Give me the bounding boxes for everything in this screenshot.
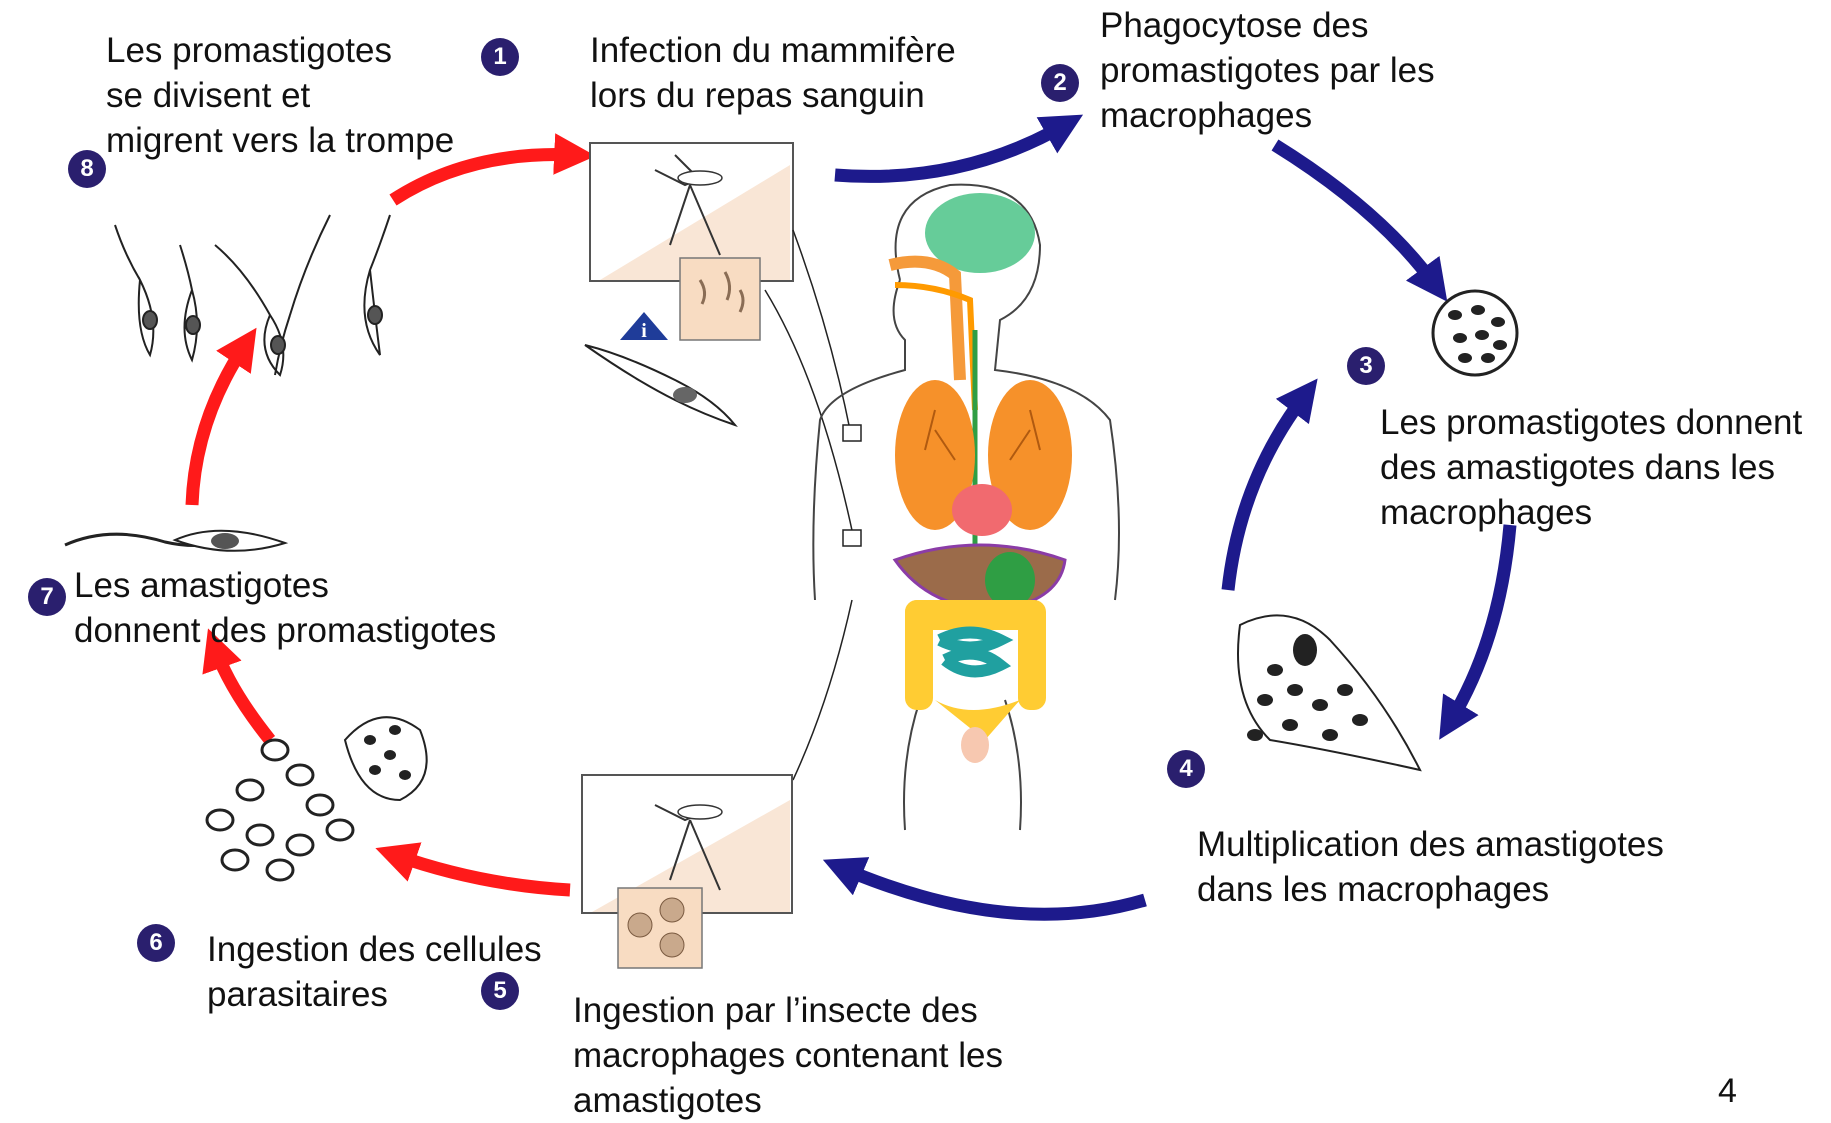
arrow-5-to-6	[395, 855, 570, 890]
arrow-4-to-3	[1228, 395, 1305, 590]
dividing-promastigotes	[115, 215, 390, 375]
arrow-3-to-4	[1450, 525, 1510, 722]
step-2-badge: 2	[1041, 64, 1079, 102]
ingested-infected-cells	[207, 717, 427, 880]
ruptured-macrophage-amastigotes	[1238, 615, 1420, 770]
sandfly-feeding-panel-top	[590, 143, 793, 340]
arrow-1-to-2	[835, 125, 1065, 176]
macrophage-with-amastigotes	[1433, 291, 1517, 375]
step-3-badge: 3	[1347, 347, 1385, 385]
promastigote-transforming	[65, 531, 285, 551]
info-triangle-icon: i	[620, 312, 668, 342]
step-6-badge: 6	[137, 924, 175, 962]
step-1-badge: 1	[481, 38, 519, 76]
arrow-7-to-8	[192, 345, 245, 505]
sandfly-feeding-panel-bottom	[582, 775, 792, 968]
step-8-label: Les promastigotes se divisent et migrent…	[106, 28, 454, 163]
step-7-label: Les amastigotes donnent des promastigote…	[74, 563, 496, 653]
step-4-badge: 4	[1167, 750, 1205, 788]
step-4-label: Multiplication des amastigotes dans les …	[1197, 822, 1664, 912]
arrow-6-to-7	[215, 648, 270, 740]
step-8-badge: 8	[68, 150, 106, 188]
step-7-badge: 7	[28, 578, 66, 616]
human-body-illustration	[813, 185, 1119, 830]
step-1-label: Infection du mammifère lors du repas san…	[590, 28, 956, 118]
arrow-4-to-5	[842, 868, 1145, 914]
svg-text:i: i	[641, 320, 647, 342]
step-3-label: Les promastigotes donnent des amastigote…	[1380, 400, 1802, 535]
promastigote-illustration	[585, 345, 735, 425]
step-2-label: Phagocytose des promastigotes par les ma…	[1100, 3, 1435, 138]
page-number: 4	[1718, 1072, 1737, 1111]
arrow-2-to-3	[1275, 145, 1435, 285]
step-5-label: Ingestion par l’insecte des macrophages …	[573, 988, 1003, 1123]
step-5-badge: 5	[481, 972, 519, 1010]
